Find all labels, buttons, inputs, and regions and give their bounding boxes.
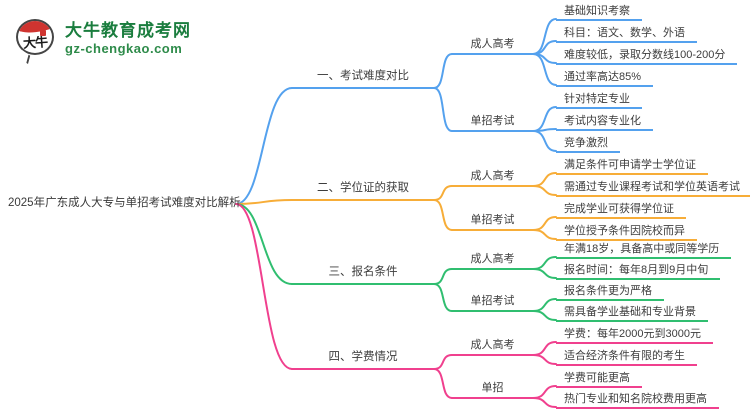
logo-text-block: 大牛教育成考网 gz-chengkao.com (65, 21, 191, 56)
leaf-node: 需具备学业基础和专业背景 (556, 304, 708, 322)
site-logo: 大牛 大牛教育成考网 gz-chengkao.com (16, 17, 191, 64)
leaf-node: 年满18岁，具备高中或同等学历 (556, 241, 732, 259)
sub-leaf-connector (532, 185, 557, 196)
root-branch-connector (235, 87, 293, 205)
leaf-node: 报名条件更为严格 (556, 283, 664, 301)
sub-label: 单招考试 (470, 115, 515, 127)
branch-label: 三、报名条件 (328, 266, 398, 278)
logo-speech-bubble: 大牛 (16, 19, 54, 55)
branch-label: 二、学位证的获取 (317, 182, 409, 194)
leaf-node: 学费可能更高 (556, 370, 642, 388)
root-branch-connector (235, 199, 293, 205)
root-branch-connector (235, 203, 293, 370)
sub-leaf-connector (532, 397, 557, 408)
sub-leaf-connector (532, 40, 557, 55)
leaf-node: 学位授予条件因院校而异 (556, 223, 697, 241)
leaf-node: 热门专业和知名院校费用更高 (556, 391, 719, 409)
sub-label: 单招 (481, 382, 504, 394)
sub-leaf-connector (532, 256, 557, 270)
logo-bull-badge-icon: 大牛 (16, 17, 58, 64)
sub-label: 单招考试 (470, 295, 515, 307)
sub-leaf-connector (532, 53, 557, 86)
leaf-node: 满足条件可申请学士学位证 (556, 157, 708, 175)
leaf-node: 考试内容专业化 (556, 113, 653, 131)
branch-label: 四、学费情况 (328, 351, 398, 363)
branch-sub-connector (433, 354, 453, 370)
leaf-node: 针对特定专业 (556, 91, 642, 109)
leaf-node: 完成学业可获得学位证 (556, 201, 686, 219)
leaf-node: 学费：每年2000元到3000元 (556, 326, 713, 344)
mindmap-root-title: 2025年广东成人大专与单招考试难度对比解析 (8, 197, 241, 209)
sub-leaf-connector (532, 354, 557, 365)
branch-sub-connector (433, 53, 453, 89)
sub-label: 单招考试 (470, 214, 515, 226)
sub-leaf-connector (532, 229, 557, 240)
leaf-node: 难度较低，录取分数线100-200分 (556, 47, 738, 65)
leaf-node: 竞争激烈 (556, 135, 620, 153)
root-branch-connector (235, 203, 293, 285)
sub-leaf-connector (532, 310, 557, 321)
logo-badge-text: 大牛 (22, 35, 48, 52)
sub-leaf-connector (532, 268, 557, 279)
leaf-node: 适合经济条件有限的考生 (556, 348, 697, 366)
sub-label: 成人高考 (470, 339, 515, 351)
logo-domain: gz-chengkao.com (65, 40, 183, 56)
sub-label: 成人高考 (470, 170, 515, 182)
sub-leaf-connector (532, 385, 557, 399)
sub-label: 成人高考 (470, 253, 515, 265)
leaf-node: 基础知识考察 (556, 3, 642, 21)
leaf-node: 科目：语文、数学、外语 (556, 25, 697, 43)
leaf-node: 通过率高达85% (556, 69, 654, 87)
branch-sub-connector (433, 185, 453, 201)
sub-leaf-connector (532, 172, 557, 187)
sub-leaf-connector (532, 298, 557, 312)
sub-leaf-connector (532, 130, 557, 152)
branch-sub-connector (433, 268, 453, 285)
branch-sub-connector (433, 199, 453, 231)
sub-leaf-connector (532, 106, 557, 132)
leaf-node: 需通过专业课程考试和学位英语考试 (556, 179, 750, 197)
branch-sub-connector (433, 368, 453, 399)
sub-label: 成人高考 (470, 38, 515, 50)
sub-leaf-connector (532, 216, 557, 231)
sub-leaf-connector (532, 341, 557, 356)
leaf-node: 报名时间：每年8月到9月中旬 (556, 262, 721, 280)
branch-sub-connector (433, 87, 453, 132)
logo-red-seal-icon (40, 30, 46, 36)
branch-sub-connector (433, 283, 453, 312)
branch-label: 一、考试难度对比 (317, 70, 409, 82)
logo-site-name: 大牛教育成考网 (65, 20, 191, 40)
